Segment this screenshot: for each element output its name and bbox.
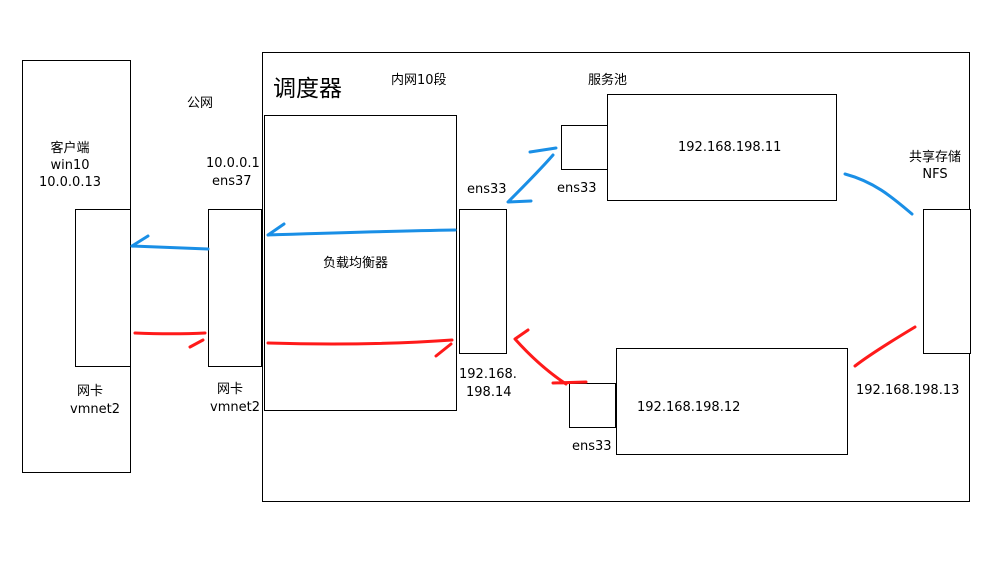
scheduler-ext-ip: 10.0.0.1 xyxy=(206,156,260,171)
request-arrow-storage-to-server2 xyxy=(853,325,917,368)
client-name: 客户端 xyxy=(50,141,90,156)
client-nic xyxy=(75,209,131,367)
server-2-ip: 192.168.198.12 xyxy=(637,400,741,415)
client-nic-label: 网卡 xyxy=(76,384,103,399)
request-arrow-internal-to-server2 xyxy=(513,328,588,386)
client-ip: 10.0.0.13 xyxy=(38,175,102,190)
request-flow xyxy=(133,325,917,386)
request-arrow-lb-to-internal xyxy=(266,338,454,358)
storage-label: 共享存储 xyxy=(908,150,961,165)
response-arrow-storage-to-server1 xyxy=(843,172,914,216)
request-arrow-client-to-lb xyxy=(133,331,207,349)
scheduler-nic-name: vmnet2 xyxy=(210,400,260,415)
scheduler-int-ip-2: 198.14 xyxy=(466,385,512,400)
server-pool-label: 服务池 xyxy=(588,73,628,88)
storage-type: NFS xyxy=(922,167,948,182)
response-arrow-internal-to-lb xyxy=(266,222,457,237)
response-arrow-server1-to-lb xyxy=(506,146,558,204)
scheduler-title: 调度器 xyxy=(273,76,342,102)
scheduler-int-ip-1: 192.168. xyxy=(459,367,517,382)
storage-ip: 192.168.198.13 xyxy=(856,383,960,398)
server-1-nic xyxy=(561,125,608,170)
scheduler-int-nic xyxy=(459,209,507,354)
public-net-label: 公网 xyxy=(187,96,214,111)
shared-storage xyxy=(923,209,971,354)
server-1-ip: 192.168.198.11 xyxy=(678,140,782,155)
server-1 xyxy=(607,94,837,201)
intranet-label: 内网10段 xyxy=(391,73,447,88)
response-arrow-lb-to-client xyxy=(130,234,210,251)
server-2 xyxy=(616,348,848,455)
server-1-iface: ens33 xyxy=(557,181,597,196)
scheduler-ext-nic xyxy=(208,209,262,367)
scheduler-nic-label: 网卡 xyxy=(216,382,243,397)
scheduler-int-iface: ens33 xyxy=(467,182,507,197)
server-2-nic xyxy=(569,383,616,428)
response-flow xyxy=(130,146,914,251)
load-balancer-label: 负载均衡器 xyxy=(323,256,389,271)
client-nic-name: vmnet2 xyxy=(70,402,120,417)
scheduler-ext-iface: ens37 xyxy=(212,174,252,189)
load-balancer xyxy=(264,115,457,411)
client-os: win10 xyxy=(50,158,90,173)
server-2-iface: ens33 xyxy=(572,439,612,454)
